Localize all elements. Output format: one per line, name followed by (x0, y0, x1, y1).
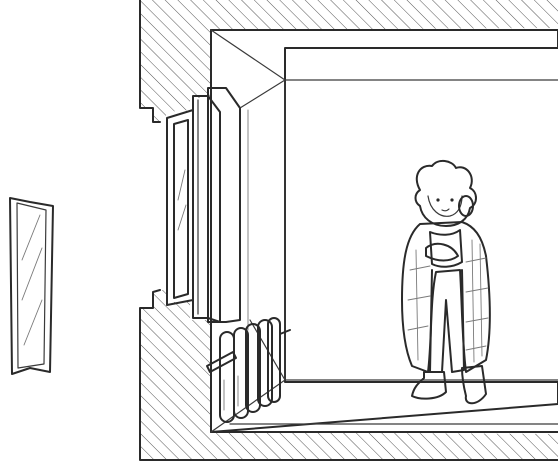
detached-window-pane (10, 198, 53, 374)
window-frame (167, 88, 240, 322)
person-in-blanket (402, 161, 490, 403)
wall-cross-section (140, 0, 558, 460)
room-interior (211, 30, 558, 432)
radiator (207, 318, 290, 422)
